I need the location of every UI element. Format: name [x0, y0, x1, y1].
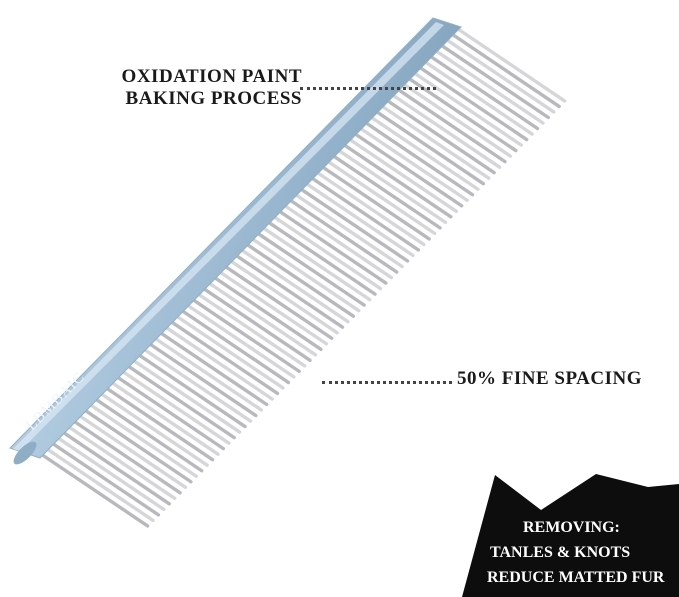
comb-tooth — [112, 373, 226, 451]
oxidation-callout: OXIDATION PAINT BAKING PROCESS — [80, 66, 302, 110]
comb-tooth — [247, 235, 361, 313]
comb-tooth — [274, 207, 388, 285]
comb-tooth — [117, 367, 231, 445]
comb-tooth — [198, 284, 312, 363]
comb-tooth — [215, 268, 328, 346]
comb-tooth — [101, 384, 215, 462]
comb-tooth — [393, 86, 507, 164]
comb-tooth — [355, 124, 469, 202]
comb-tooth — [334, 146, 448, 225]
oxidation-line-2: BAKING PROCESS — [125, 88, 302, 109]
spacing-callout: 50% FINE SPACING — [457, 368, 642, 389]
oxidation-line-1: OXIDATION PAINT — [121, 66, 302, 87]
comb-tooth — [68, 417, 182, 495]
comb-handle — [9, 17, 462, 459]
comb-tooth — [258, 224, 372, 302]
badge-line-2: TANLES & KNOTS — [490, 544, 631, 561]
comb-tooth — [144, 339, 258, 418]
comb-tooth — [263, 218, 377, 296]
comb-tooth — [63, 422, 177, 501]
comb-tooth — [85, 400, 199, 478]
comb-tooth — [128, 356, 242, 434]
comb-tooth — [426, 52, 540, 131]
comb-tooth — [41, 444, 155, 523]
comb-tooth — [285, 196, 399, 274]
comb-tooth — [36, 450, 150, 528]
badge-line-3: REDUCE MATTED FUR — [487, 569, 665, 586]
handle-end-cap — [13, 441, 37, 465]
comb-tooth — [209, 273, 323, 351]
comb-tooth — [52, 433, 166, 512]
spacing-leader-line — [322, 381, 452, 384]
comb-handle-highlight — [13, 22, 444, 451]
comb-tooth — [312, 168, 426, 247]
comb-tooth — [225, 257, 339, 335]
comb-tooth — [377, 102, 491, 180]
comb-tooth — [317, 163, 431, 241]
comb-tooth — [296, 185, 410, 263]
comb-tooth — [339, 141, 453, 219]
comb-tooth — [171, 312, 285, 390]
comb-tooth — [290, 190, 404, 269]
comb-tooth — [155, 328, 269, 407]
comb-tooth — [344, 135, 458, 214]
comb-tooth — [193, 290, 307, 368]
comb-tooth — [139, 345, 253, 423]
comb-tooth — [350, 130, 464, 208]
comb-tooth — [177, 306, 291, 385]
comb-tooth — [437, 41, 551, 120]
comb-tooth — [415, 63, 529, 142]
comb-tooth — [47, 439, 161, 517]
comb-teeth — [36, 25, 567, 528]
comb-tooth — [301, 179, 415, 258]
comb-tooth — [231, 251, 345, 329]
comb-tooth — [361, 119, 475, 197]
comb-tooth — [242, 240, 356, 318]
comb-tooth — [453, 25, 567, 103]
comb-tooth — [236, 246, 350, 324]
badge-line-1: REMOVING: — [523, 519, 620, 536]
comb-tooth — [409, 69, 523, 147]
comb-tooth — [431, 47, 545, 125]
comb-tooth — [366, 113, 480, 191]
comb-tooth — [122, 361, 236, 440]
comb-tooth — [447, 30, 561, 109]
comb-tooth — [252, 229, 366, 307]
comb-tooth — [420, 58, 534, 136]
info-badge — [462, 474, 679, 597]
comb-tooth — [182, 301, 296, 379]
comb-tooth — [280, 201, 393, 280]
comb-tooth — [90, 395, 204, 473]
comb-tooth — [187, 295, 301, 374]
comb-tooth — [204, 279, 318, 357]
comb-tooth — [372, 108, 486, 186]
comb-tooth — [220, 262, 334, 340]
comb-tooth — [442, 36, 556, 114]
comb-tooth — [399, 80, 513, 158]
comb-tooth — [382, 97, 496, 175]
comb-tooth — [307, 174, 421, 252]
comb-tooth — [57, 428, 171, 506]
oxidation-leader-line — [300, 87, 436, 90]
comb-tooth — [74, 411, 188, 489]
comb-tooth — [150, 334, 263, 412]
comb-tooth — [388, 91, 502, 169]
comb-tooth — [79, 406, 193, 484]
comb-tooth — [328, 152, 442, 230]
comb-tooth — [323, 157, 437, 236]
comb-tooth — [133, 350, 247, 429]
comb-tooth — [160, 323, 274, 401]
comb-tooth — [166, 317, 280, 396]
comb-tooth — [95, 389, 209, 467]
comb-tooth — [269, 212, 383, 291]
comb-tooth — [106, 378, 220, 456]
